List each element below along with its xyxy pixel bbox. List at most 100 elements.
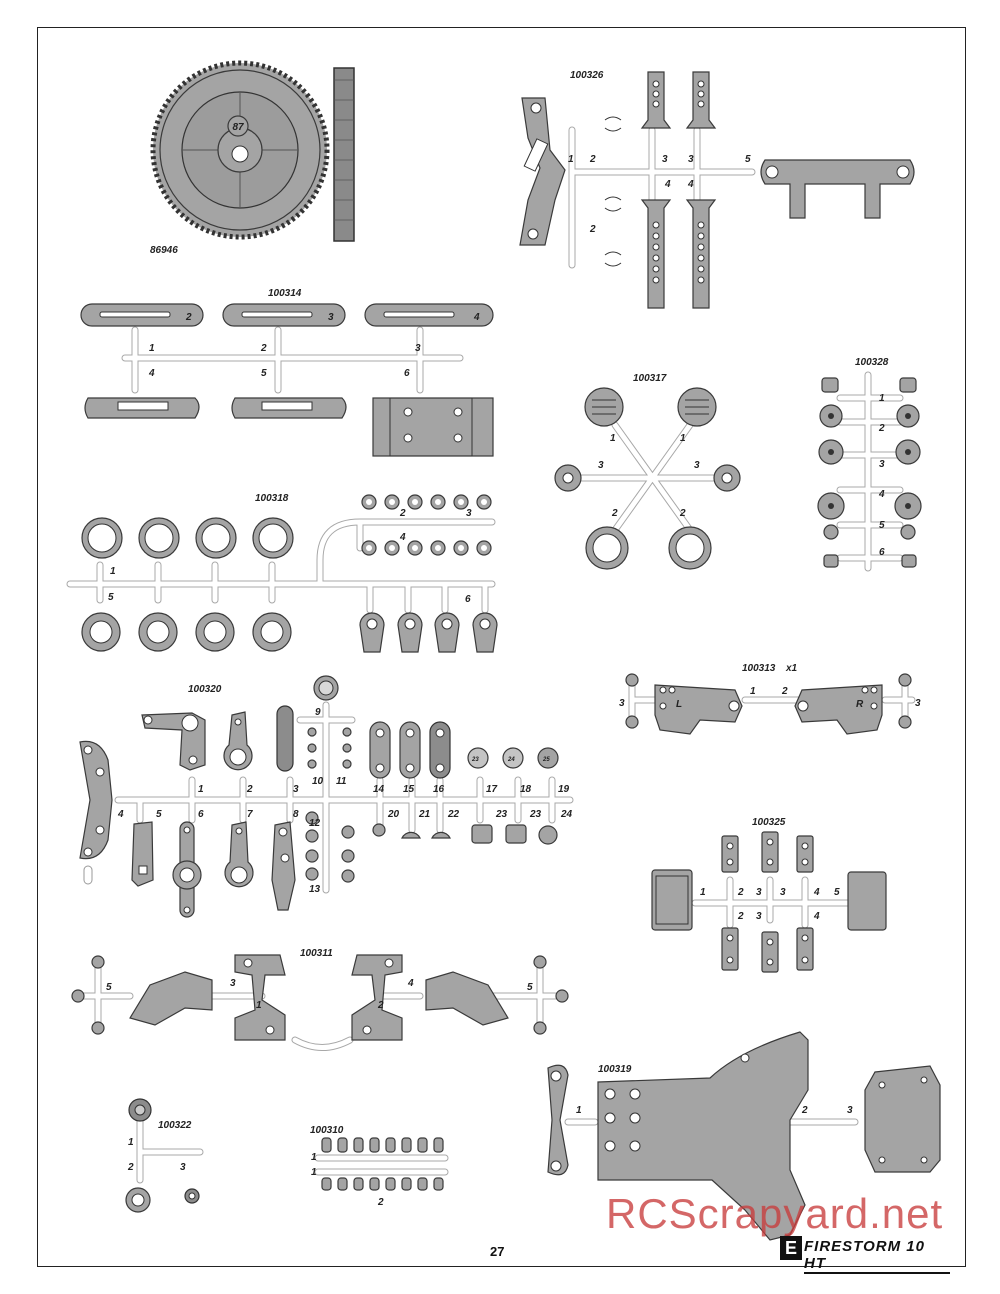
part-number-100322: 100322 xyxy=(158,1120,192,1131)
steering-arm-5 xyxy=(131,821,154,887)
sprue-label: 4 xyxy=(407,978,414,989)
sprue-label: 5 xyxy=(108,592,114,603)
sprue-label: 5 xyxy=(156,809,162,820)
sprue-label: 3 xyxy=(879,459,885,470)
group-100311: 100311 5 3 1 2 4 5 xyxy=(71,948,569,1051)
sprue-label: 5 xyxy=(834,887,840,898)
sprue-label: 2 xyxy=(246,784,253,795)
group-86946: 87 86946 xyxy=(150,60,355,256)
mount-block-right xyxy=(847,871,887,931)
sprue-label: 3 xyxy=(780,887,786,898)
sprue-label: 1 xyxy=(700,887,706,898)
part-number-100319: 100319 xyxy=(598,1064,632,1075)
group-100317: 100317 1 1 3 3 2 2 xyxy=(554,373,741,570)
part-number-100320: 100320 xyxy=(188,684,222,695)
sprue-label: 1 xyxy=(610,433,616,444)
part-mark: 24 xyxy=(507,757,515,763)
sprue-label: 1 xyxy=(311,1167,317,1178)
sprue-label: 5 xyxy=(879,520,885,531)
sprue-label: 4 xyxy=(399,532,406,543)
sprue-label: 8 xyxy=(293,809,299,820)
spur-gear-side-view xyxy=(333,67,355,242)
sprue-label: 5 xyxy=(106,982,112,993)
group-100310: 100310 1 1 2 xyxy=(310,1125,449,1208)
sprue-label: 1 xyxy=(568,154,574,165)
front-bulkhead xyxy=(864,1065,941,1173)
brand-badge: E xyxy=(780,1236,802,1260)
skid-plate xyxy=(597,1031,809,1241)
sprue-label: 4 xyxy=(813,911,820,922)
front-brace xyxy=(547,1064,569,1176)
sprue-label: 2 xyxy=(260,343,267,354)
sprue-label: 2 xyxy=(377,1000,384,1011)
group-100319: 100319 1 2 3 xyxy=(547,1031,941,1241)
group-100320: 100320 9 10 11 12 13 xyxy=(79,675,574,918)
part-index: 2 xyxy=(185,312,192,323)
sprue-label: 4 xyxy=(664,179,671,190)
group-100314: 100314 2 3 4 1 2 3 4 5 6 xyxy=(80,288,494,457)
part-number-100326: 100326 xyxy=(570,70,604,81)
sprue-label: 6 xyxy=(465,594,471,605)
group-100326: 100326 1 2 3 3 5 4 4 2 xyxy=(519,70,915,309)
sprue-label: 3 xyxy=(230,978,236,989)
sprue-label: 4 xyxy=(813,887,820,898)
sprue-label: 5 xyxy=(745,154,751,165)
bulkhead-right xyxy=(794,684,883,735)
group-100322: 100322 1 2 3 xyxy=(125,1098,204,1213)
part-number-100311: 100311 xyxy=(300,948,333,959)
sprue-label: 1 xyxy=(149,343,155,354)
sprue-label: 2 xyxy=(127,1162,134,1173)
sprue-label: 23 xyxy=(495,809,508,820)
watermark: RCScrapyard.net xyxy=(606,1190,944,1237)
sprue-label: 13 xyxy=(309,884,321,895)
steering-knuckle-left xyxy=(234,954,286,1041)
sprue-label: 4 xyxy=(878,489,885,500)
sprue-label: 23 xyxy=(529,809,542,820)
sprue-label: 3 xyxy=(598,460,604,471)
sprue-label: 3 xyxy=(466,508,472,519)
bulkhead-left xyxy=(654,684,743,735)
sprue-label: 2 xyxy=(399,508,406,519)
sprue-label: 10 xyxy=(312,776,324,787)
part-number-100310: 100310 xyxy=(310,1125,344,1136)
sprue-label: 1 xyxy=(576,1105,582,1116)
sprue-label: 3 xyxy=(293,784,299,795)
steering-knuckle-right xyxy=(351,954,403,1041)
part-number-100318: 100318 xyxy=(255,493,289,504)
sprue-label: 3 xyxy=(847,1105,853,1116)
body-post-long-right xyxy=(685,199,717,309)
page-number: 27 xyxy=(490,1244,505,1259)
sprue-label: 2 xyxy=(589,154,596,165)
part-number-100325: 100325 xyxy=(752,817,786,828)
sprue-label: 5 xyxy=(527,982,533,993)
part-index: 4 xyxy=(473,312,480,323)
link-3 xyxy=(276,705,294,772)
part-number-100314: 100314 xyxy=(268,288,302,299)
sprue-label: 3 xyxy=(756,911,762,922)
sprue-label: 11 xyxy=(336,776,347,787)
sprue-label: 3 xyxy=(915,698,921,709)
sprue-label: 14 xyxy=(373,784,385,795)
sprue-label: 5 xyxy=(261,368,267,379)
sprue-label: 2 xyxy=(611,508,618,519)
sprue-label: 3 xyxy=(180,1162,186,1173)
sprue-label: 4 xyxy=(117,809,124,820)
part-number-100317: 100317 xyxy=(633,373,667,384)
sprue-label: 2 xyxy=(878,423,885,434)
part-mark: 25 xyxy=(542,757,550,763)
rear-body-mount xyxy=(760,159,915,219)
part-index: 3 xyxy=(328,312,334,323)
sprue-label: 15 xyxy=(403,784,415,795)
sprue-label: 22 xyxy=(447,809,460,820)
group-100313: 100313 x1 3 1 2 3 L R xyxy=(619,663,921,735)
sprue-label: 1 xyxy=(110,566,116,577)
sprue-label: 17 xyxy=(486,784,498,795)
sprue-label: 4 xyxy=(687,179,694,190)
body-post-short-left xyxy=(640,71,672,129)
sprue-label: 3 xyxy=(756,887,762,898)
group-100318: 100318 1 5 2 3 4 6 xyxy=(66,493,498,653)
sprue-label: 7 xyxy=(247,809,253,820)
page-border xyxy=(37,27,966,1267)
hub-carrier-right xyxy=(425,971,509,1026)
sprue-label: 3 xyxy=(688,154,694,165)
